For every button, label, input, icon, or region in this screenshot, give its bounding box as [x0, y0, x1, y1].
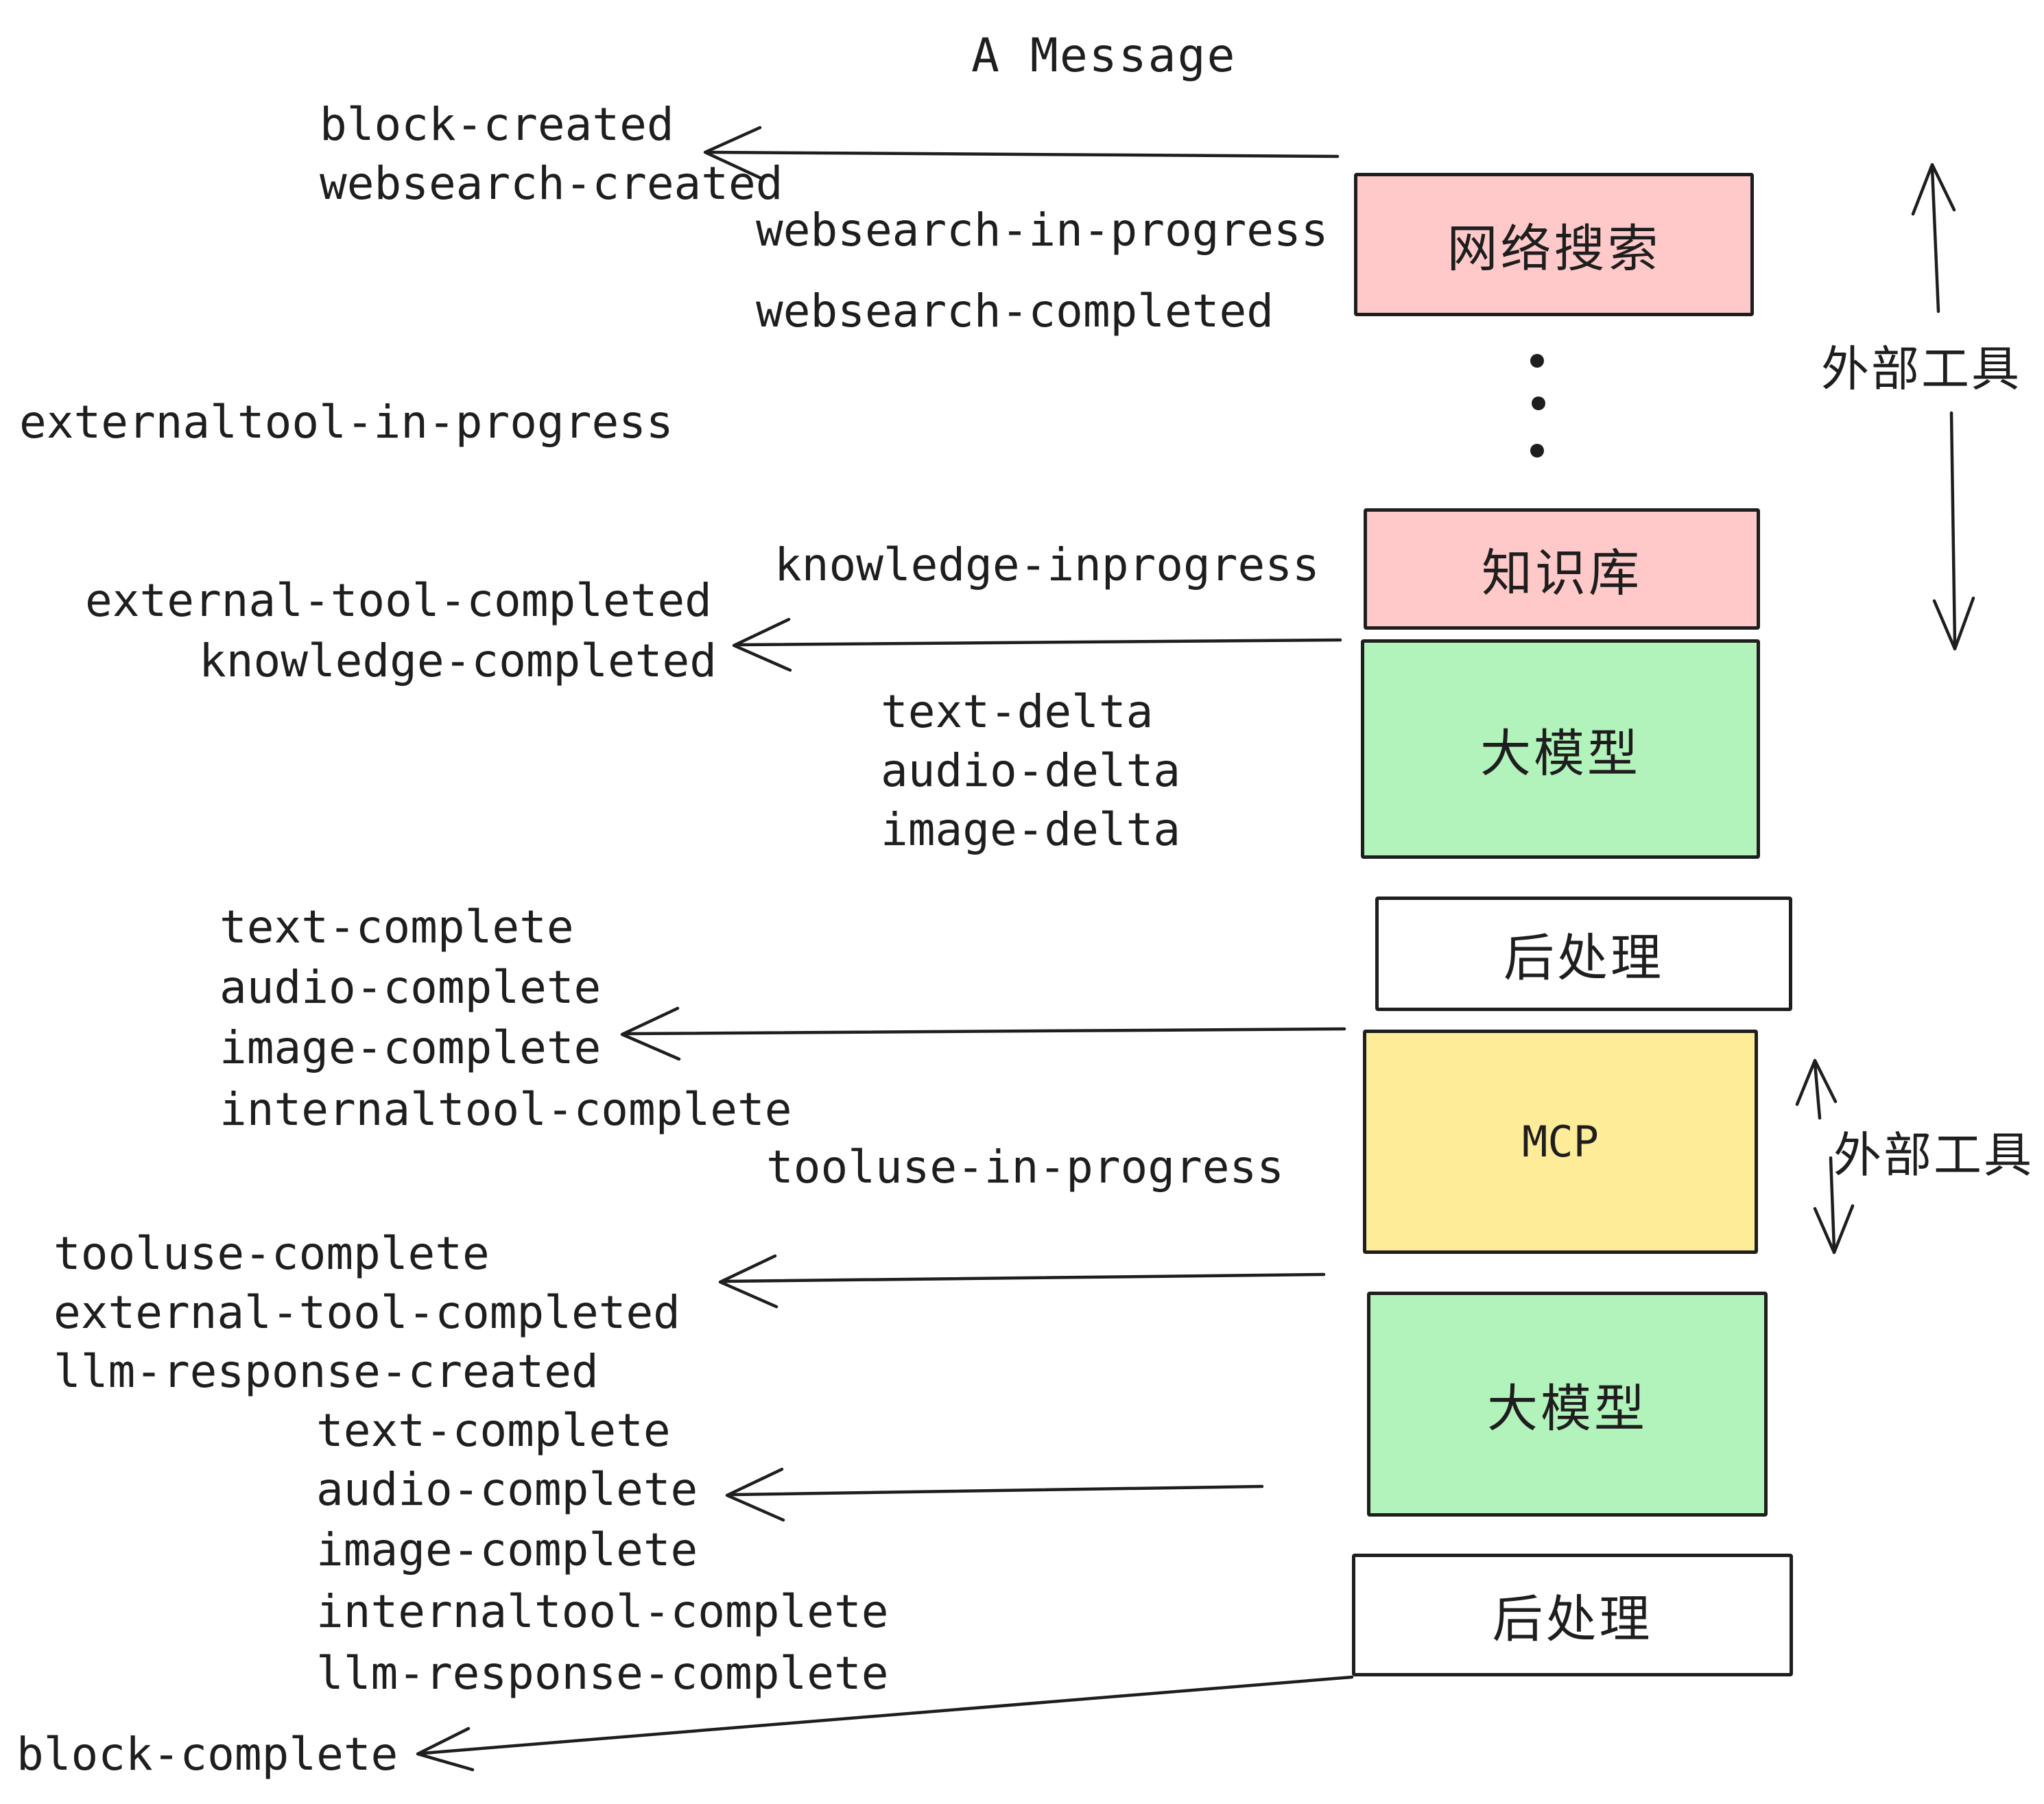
event-label-knowledge-inprogress: knowledge-inprogress	[774, 538, 1320, 591]
event-label-text-complete-2: text-complete	[316, 1404, 671, 1457]
event-label-knowledge-completed: knowledge-completed	[199, 634, 717, 687]
arrow-to-image-complete	[620, 1006, 1346, 1061]
box-mcp-label: MCP	[1522, 1117, 1599, 1167]
vertical-ellipsis-icon	[1530, 354, 1545, 458]
arrow-to-block-created	[703, 126, 1340, 180]
box-llm-1: 大模型	[1361, 639, 1760, 859]
event-label-image-complete-2: image-complete	[316, 1523, 698, 1576]
event-label-text-complete-1: text-complete	[219, 901, 574, 953]
event-label-image-complete-1: image-complete	[219, 1021, 602, 1074]
arrow-to-knowledge-completed	[732, 617, 1342, 672]
event-label-text-delta-1: text-delta	[881, 685, 1154, 738]
event-label-audio-complete-1: audio-complete	[219, 961, 602, 1014]
box-llm-2-label: 大模型	[1487, 1379, 1648, 1437]
event-label-image-delta-1: image-delta	[881, 803, 1181, 856]
event-label-llm-response-complete: llm-response-complete	[316, 1647, 889, 1700]
event-label-external-tool-completed-2: external-tool-completed	[54, 1286, 680, 1339]
box-postprocess-1: 后处理	[1375, 897, 1792, 1011]
arrow-to-audio-complete	[725, 1467, 1264, 1522]
event-label-internaltool-complete-2: internaltool-complete	[316, 1585, 889, 1638]
external-tools-mcp-up-arrow	[1795, 1058, 1838, 1120]
box-websearch: 网络搜索	[1354, 173, 1754, 316]
box-websearch-label: 网络搜索	[1447, 220, 1661, 277]
event-label-websearch-created: websearch-created	[320, 157, 783, 210]
event-label-llm-response-created: llm-response-created	[54, 1345, 599, 1398]
diagram-title: A Message	[971, 29, 1237, 83]
event-label-block-created: block-created	[320, 98, 674, 151]
event-label-tooluse-complete: tooluse-complete	[54, 1227, 490, 1280]
event-label-audio-complete-2: audio-complete	[316, 1463, 698, 1516]
event-label-websearch-in-progress: websearch-in-progress	[756, 204, 1329, 257]
box-llm-2: 大模型	[1367, 1292, 1768, 1517]
side-label-external-tools-mcp: 外部工具	[1833, 1128, 2034, 1182]
event-label-external-tool-completed: external-tool-completed	[85, 574, 712, 627]
event-label-tooluse-in-progress: tooluse-in-progress	[766, 1141, 1284, 1194]
arrow-to-tooluse-complete	[718, 1254, 1326, 1309]
box-postprocess-2-label: 后处理	[1492, 1591, 1653, 1648]
box-postprocess-2: 后处理	[1352, 1554, 1793, 1676]
event-label-externaltool-in-progress: externaltool-in-progress	[19, 396, 674, 449]
side-label-external-tools-top: 外部工具	[1821, 342, 2021, 396]
box-knowledge: 知识库	[1364, 508, 1760, 630]
external-tools-top-up-arrow	[1911, 163, 1956, 313]
event-label-block-complete: block-complete	[16, 1728, 399, 1781]
box-mcp: MCP	[1363, 1030, 1758, 1254]
box-llm-1-label: 大模型	[1480, 724, 1641, 782]
external-tools-top-down-arrow	[1932, 411, 1975, 651]
event-label-audio-delta-1: audio-delta	[881, 744, 1181, 797]
event-label-websearch-completed: websearch-completed	[756, 285, 1274, 337]
box-postprocess-1-label: 后处理	[1504, 929, 1664, 986]
box-knowledge-label: 知识库	[1482, 545, 1642, 602]
event-label-internaltool-complete-1: internaltool-complete	[219, 1083, 792, 1136]
